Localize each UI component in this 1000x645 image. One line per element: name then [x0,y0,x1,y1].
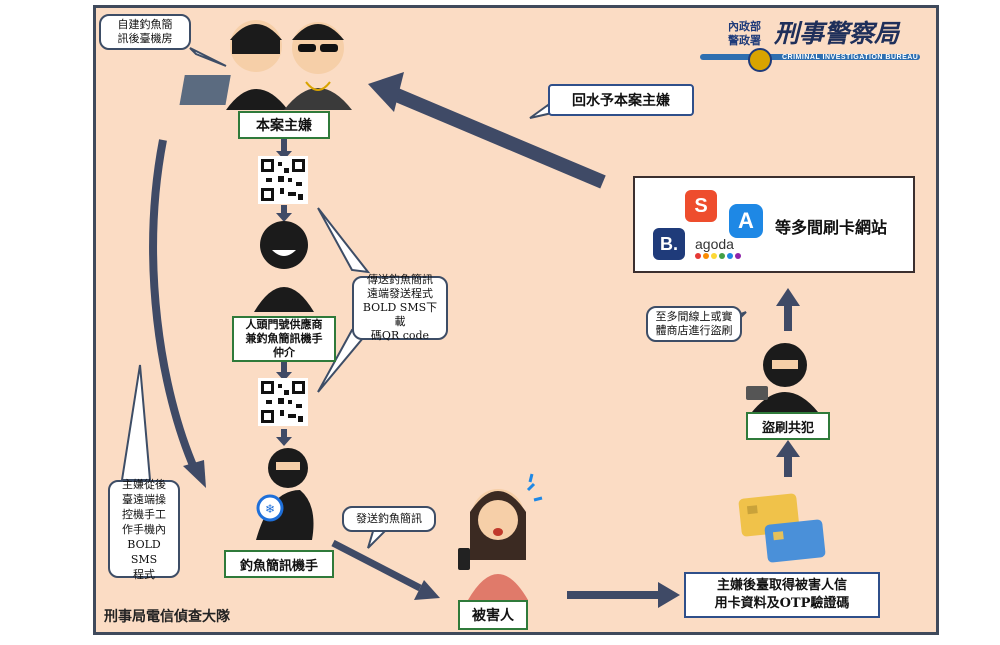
main-suspect-label: 本案主嫌 [238,111,330,139]
sms-operator-label: 釣魚簡訊機手 [224,550,334,578]
server-bubble-tail [189,47,227,67]
intermediary-label: 人頭門號供應商 兼釣魚簡訊機手 仲介 [232,316,336,362]
app-store-icon: A [729,204,763,238]
logo-stripe [700,54,920,60]
send-program-line-4: 碼QR code [370,329,430,342]
svg-text:❄: ❄ [265,502,275,516]
swipe-line-1: 至多間線上或實 [655,310,733,323]
server-bubble: 自建釣魚簡 訊後臺機房 [99,14,191,50]
qr-code-icon-top [258,156,308,204]
program-bubble-tail-top [317,207,371,274]
send-sms-bubble: 發送釣魚簡訊 [342,506,436,532]
server-line-1: 自建釣魚簡 [117,18,173,31]
send-program-bubble: 傳送釣魚簡訊 遠端發送程式 BOLD SMS下載 碼QR code [352,273,448,342]
refund-box: 回水予本案主嫌 [548,84,694,116]
qr-code-icon-bottom [258,378,308,426]
card-sites-label: 等多間刷卡網站 [775,218,888,237]
remote-control-bubble: 主嫌從後 臺遠端操 控機手工 作手機內 BOLD SMS 程式 [108,477,180,581]
intermediary-line-3: 仲介 [273,346,295,359]
credit-cards-icon [738,493,826,563]
agoda-dots [695,253,745,259]
swipe-line-2: 體商店進行盜刷 [655,324,733,337]
ministry-line-1: 內政部 [728,20,761,33]
booking-icon: B. [653,228,685,260]
sunglasses-boss-icon [284,22,352,110]
bureau-english: CRIMINAL INVESTIGATION BUREAU [782,54,919,61]
refund-arrow [368,72,606,189]
down-arrows [276,139,292,446]
control-arrow [149,139,206,488]
remote-line-1: 主嫌從後 [122,477,166,491]
up-arrows [776,288,800,477]
victim-label: 被害人 [458,600,528,630]
server-line-2: 訊後臺機房 [117,32,173,45]
remote-line-4: 作手機內 [122,522,166,536]
hacker-laptop-icon [179,20,288,110]
obtain-data-line-2: 用卡資料及OTP驗證碼 [714,596,850,611]
send-program-line-1: 傳送釣魚簡訊 [367,273,433,286]
agoda-wordmark: agoda [695,236,734,252]
swipe-bubble: 至多間線上或實 體商店進行盜刷 [646,306,742,342]
intermediary-line-1: 人頭門號供應商 [245,318,323,331]
card-sites-panel: S A B. agoda 等多間刷卡網站 [633,176,915,273]
data-arrow [567,582,680,608]
footer-unit-name: 刑事局電信偵查大隊 [104,609,230,625]
remote-line-5: BOLD SMS [127,537,161,566]
victim-woman-icon [458,473,543,600]
ministry-line-2: 警政署 [728,34,761,47]
send-program-line-2: 遠端發送程式 [367,287,433,300]
masked-operator-icon: ❄ [256,448,314,540]
obtain-data-box: 主嫌後臺取得被害人信 用卡資料及OTP驗證碼 [684,572,880,618]
intermediary-line-2: 兼釣魚簡訊機手 [245,332,323,345]
masked-card-thief-icon [746,343,818,412]
send-program-line-3: BOLD SMS下載 [362,301,438,328]
agoda-icon: agoda [695,236,745,262]
shopee-icon: S [685,190,717,222]
bureau-name: 刑事警察局 [774,19,900,48]
obtain-data-line-1: 主嫌後臺取得被害人信 [716,578,847,593]
remote-line-3: 控機手工 [122,507,166,521]
sms-arrow [331,539,440,600]
badge-icon [748,48,772,72]
remote-bubble-tail [120,364,152,481]
card-thief-label: 盜刷共犯 [746,412,830,440]
remote-line-2: 臺遠端操 [122,492,166,506]
masked-intermediary-icon [254,221,314,312]
cib-logo: 內政部 警政署 刑事警察局 CRIMINAL INVESTIGATION BUR… [700,14,925,72]
remote-line-6: 程式 [133,567,155,581]
